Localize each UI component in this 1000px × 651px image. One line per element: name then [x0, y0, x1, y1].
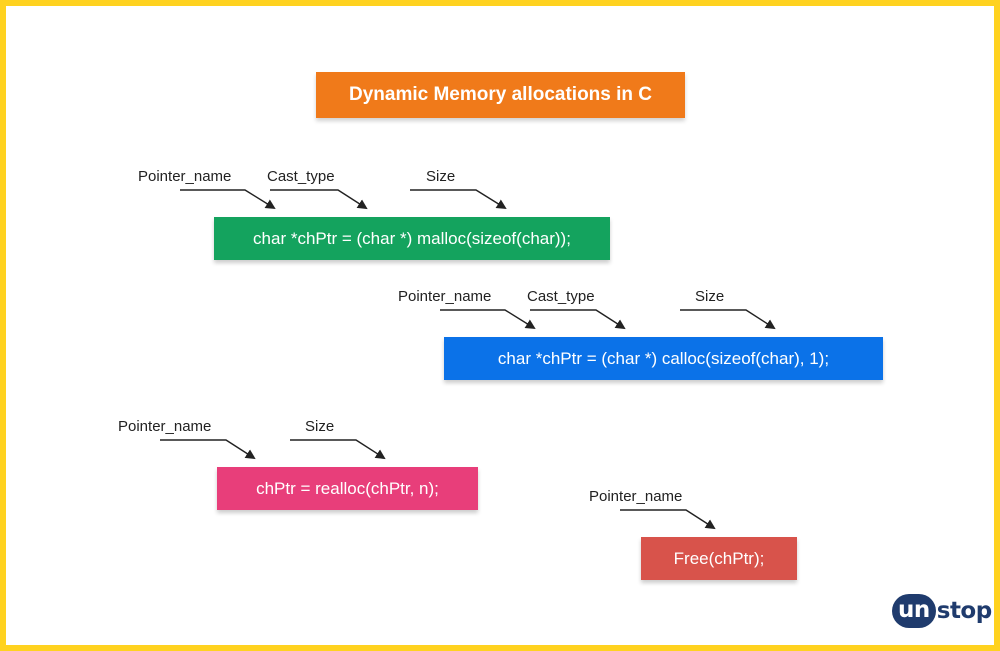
arrow-malloc-pointer-name: [180, 189, 276, 210]
calloc-label-cast-type: Cast_type: [527, 288, 595, 305]
arrow-malloc-cast-type: [270, 189, 368, 210]
logo-prefix: un: [892, 594, 936, 628]
arrow-malloc-size: [410, 189, 507, 210]
malloc-label-pointer-name: Pointer_name: [138, 168, 232, 185]
arrow-realloc-pointer-name: [160, 439, 256, 460]
free-label-pointer-name: Pointer_name: [589, 488, 683, 505]
realloc-label-pointer-name: Pointer_name: [118, 418, 212, 435]
arrow-calloc-pointer-name: [440, 309, 536, 330]
free-code-box: Free(chPtr);: [641, 537, 797, 580]
realloc-label-size: Size: [305, 418, 335, 435]
malloc-label-cast-type: Cast_type: [267, 168, 335, 185]
malloc-code-box: char *chPtr = (char *) malloc(sizeof(cha…: [214, 217, 610, 260]
arrow-calloc-size: [680, 309, 776, 330]
calloc-code-box: char *chPtr = (char *) calloc(sizeof(cha…: [444, 337, 883, 380]
logo-suffix: stop: [936, 598, 992, 624]
calloc-label-pointer-name: Pointer_name: [398, 288, 492, 305]
calloc-label-size: Size: [695, 288, 725, 305]
arrow-realloc-size: [290, 439, 386, 460]
arrow-free-pointer-name: [620, 509, 716, 530]
malloc-label-size: Size: [426, 168, 456, 185]
diagram-title: Dynamic Memory allocations in C: [316, 72, 685, 118]
realloc-code-box: chPtr = realloc(chPtr, n);: [217, 467, 478, 510]
arrow-calloc-cast-type: [530, 309, 626, 330]
